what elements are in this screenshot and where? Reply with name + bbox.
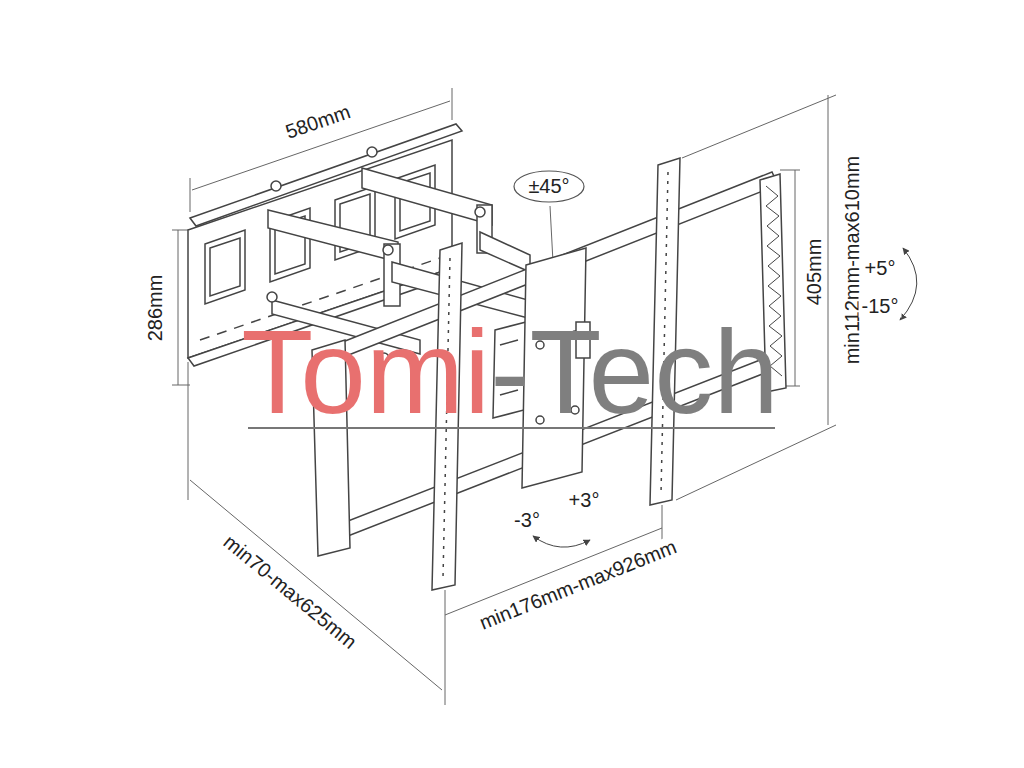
dimension-lines-part [682,95,836,158]
angle-ellipse: ±45° [513,170,585,203]
dimension-lines-part [190,178,191,212]
dimension-lines-part [786,386,800,387]
wall-plate-part [205,230,245,304]
dimension-label: 580mm [280,99,356,144]
dimension-lines-part [172,385,190,386]
dimension-lines-part [780,170,800,171]
dimension-lines-part [533,536,590,547]
swing-arms-part [362,168,492,225]
swing-arms-part [475,207,485,217]
dimension-label: min112mm-max610mm [841,153,864,368]
angle-label: +5° [862,257,899,280]
angle-label: ±45° [528,175,569,198]
dimension-lines-part [828,95,829,425]
dimension-lines-part [900,248,917,320]
dimension-lines-part [550,206,553,262]
swing-arms-part [267,292,277,302]
swing-arms-part [268,210,398,262]
angle-label: -3° [511,509,543,532]
dimension-lines-part [445,590,446,705]
dimension-lines-part [452,88,453,120]
dimension-lines-part [662,505,663,540]
dimension-lines-part [795,170,796,386]
dimension-label: 405mm [803,236,826,309]
swing-arms-part [383,245,393,255]
dimension-lines-part [188,362,189,500]
swing-arms-part [367,147,377,157]
watermark: Tomi-Tech [241,313,779,431]
wall-plate-part [210,238,240,296]
swing-arms-part [480,232,530,272]
dimension-lines-part [172,230,188,231]
ellipse-outline [514,171,584,202]
swing-arms-part [271,181,281,191]
angle-label: +3° [566,489,603,512]
dimension-label: 286mm [144,272,167,345]
dimension-lines [172,88,917,705]
dimension-label: min176mm-max926mm [473,534,682,636]
angle-label: -15° [859,295,902,318]
dimension-lines-part [178,230,179,385]
dimension-lines-part [676,425,836,500]
